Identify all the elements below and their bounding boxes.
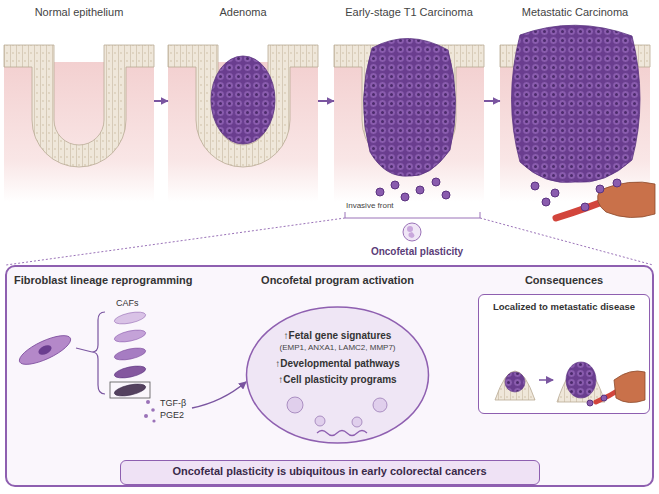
vesicle (287, 397, 303, 413)
stage-arrow (484, 100, 500, 102)
summary-panel: Oncofetal plasticityOncofetal program ac… (5, 265, 654, 487)
oval-text: (EMP1, ANXA1, LAMC2, MMP7) (263, 343, 412, 352)
normal-crypt (4, 45, 154, 202)
section-heading: Fibroblast lineage reprogramming (14, 274, 229, 287)
consequence-text: Localized to metastatic disease (486, 302, 642, 313)
stage-arrow (154, 100, 168, 102)
embryo-icon (403, 223, 421, 241)
vesicle (373, 398, 387, 412)
cell-label: CAFs (116, 298, 156, 308)
zoom-bracket (6, 212, 653, 265)
conclusion-text: Oncofetal plasticity is ubiquitous in ea… (121, 465, 538, 478)
stage-arrow (318, 100, 334, 102)
adenoma-crypt (168, 45, 318, 202)
region-label: Invasive front (346, 201, 426, 210)
stage-panel: Normal epithelium (4, 2, 154, 200)
consequence-illustration (479, 295, 649, 413)
metastatic-mass (512, 25, 656, 218)
oval-text: ↑Cell plasticity programs (263, 374, 412, 386)
stage-title: Early-stage T1 Carcinoma (334, 6, 484, 19)
stage-panel: Early-stage T1 Carcinoma (334, 2, 484, 200)
oval-text: Oncofetal program activation (245, 274, 430, 287)
stage-title: Metastatic Carcinoma (500, 6, 650, 19)
fibroblast-illustration (16, 310, 246, 423)
activation-oval: Oncofetal program activation ↑Fetal gene … (245, 272, 430, 455)
stage-panel: Metastatic Carcinoma (500, 2, 650, 200)
summary-fill (6, 266, 652, 486)
stage-title: Adenoma (168, 6, 318, 19)
panel-heading: Oncofetal plasticity (337, 246, 497, 258)
vesicle (352, 417, 362, 427)
conclusion-band: Oncofetal plasticity is ubiquitous in ea… (120, 460, 540, 485)
oval-shape (247, 307, 429, 443)
adenoma-mass (211, 56, 275, 144)
signal-label: TGF-β (160, 398, 200, 408)
consequence-group: ConsequencesLocalized to metastatic dise… (478, 272, 650, 422)
stage-panel: Adenoma (168, 2, 318, 200)
oval-text: ↑Fetal gene signatures (263, 330, 412, 342)
carcinoma-mass (363, 38, 455, 201)
stage-title: Normal epithelium (4, 6, 154, 19)
dna-strand (317, 431, 367, 436)
consequence-text: Consequences (478, 274, 650, 287)
oval-text: ↑Developmental pathways (263, 358, 412, 370)
vesicle (315, 416, 325, 426)
signal-label: PGE2 (160, 410, 200, 420)
